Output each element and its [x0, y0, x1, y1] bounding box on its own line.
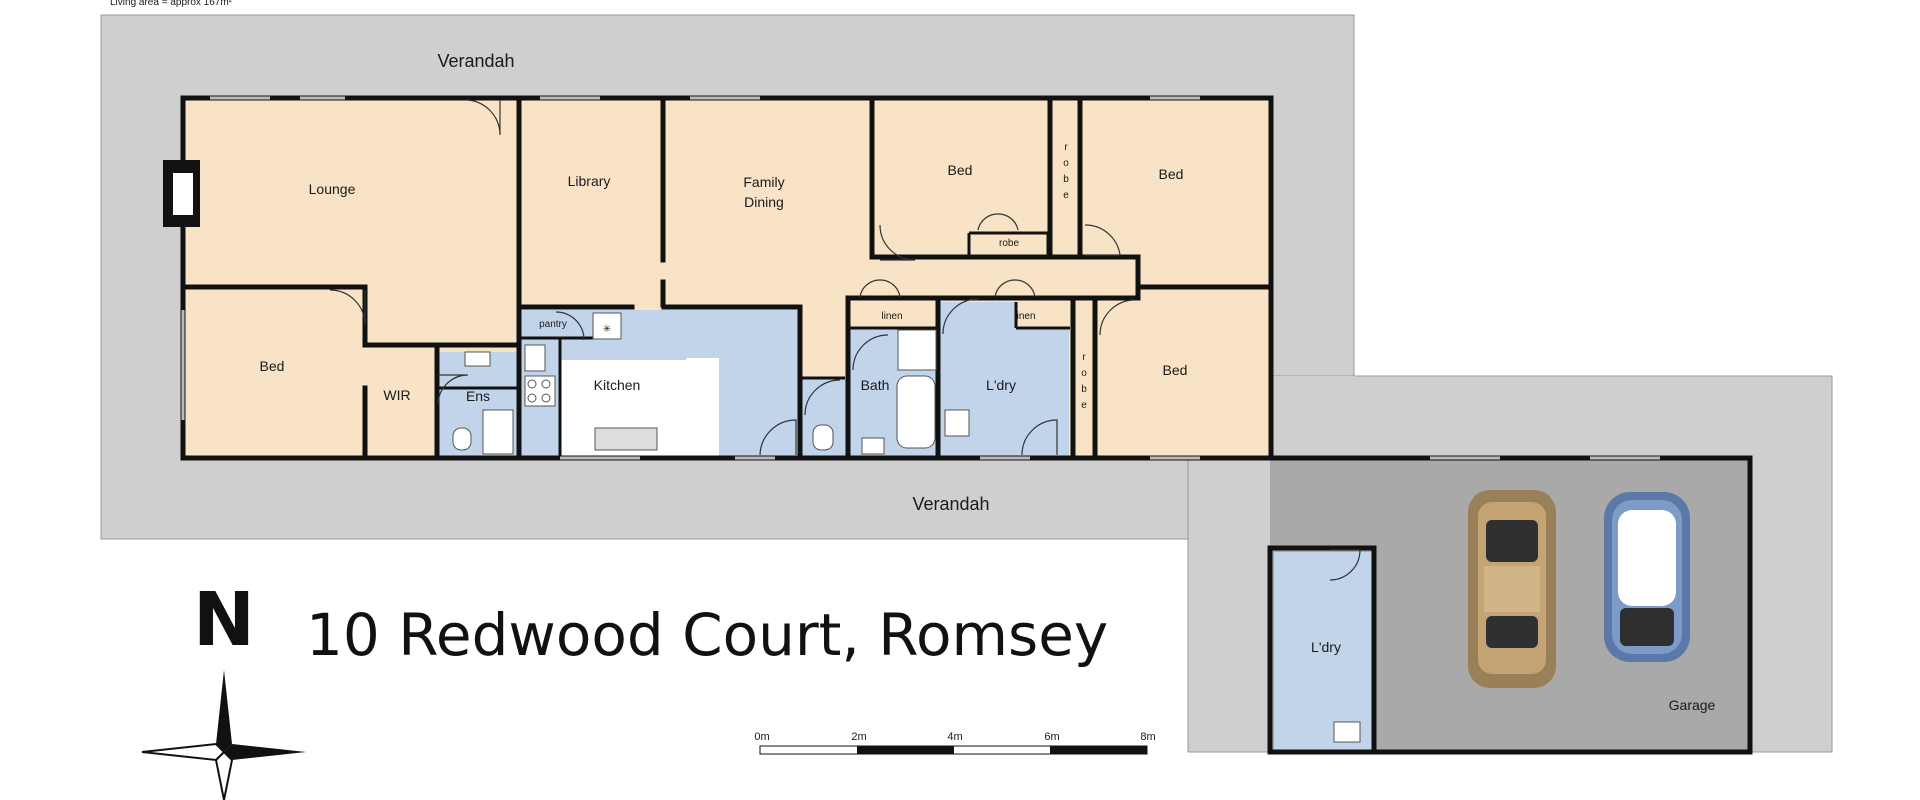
address-title: 10 Redwood Court, Romsey	[306, 601, 1108, 669]
scale-label-8: 8m	[1140, 731, 1155, 743]
room-garage: Garage	[1669, 697, 1716, 713]
garage-laundry-area	[1274, 552, 1374, 750]
car-hatchback-icon	[1604, 492, 1690, 662]
scale-label-6: 6m	[1044, 731, 1059, 743]
garage-walls	[1267, 455, 1753, 755]
room-linen-1: linen	[881, 311, 902, 322]
room-library: Library	[568, 173, 611, 189]
room-ensuite: Ens	[466, 388, 490, 404]
robe-vertical-label-2: r o b e	[1081, 352, 1087, 411]
verandah-label-south: Verandah	[912, 494, 989, 514]
robe-letter: o	[1081, 368, 1087, 379]
robe-letter: b	[1081, 384, 1087, 395]
room-laundry: L'dry	[986, 377, 1016, 393]
living-area-note: Living area = approx 167m²	[110, 0, 233, 8]
scale-label-0: 0m	[754, 731, 769, 743]
scale-label-4: 4m	[947, 731, 962, 743]
linen-cupboard-2	[1016, 302, 1069, 329]
robe-vertical-label-1: r o b e	[1063, 142, 1069, 201]
north-label: N	[193, 577, 255, 663]
kitchen-bench-end	[686, 358, 719, 458]
room-garage-laundry: L'dry	[1311, 639, 1341, 655]
robe-letter: r	[1082, 352, 1086, 363]
robe-letter: r	[1064, 142, 1068, 153]
robe-letter: b	[1063, 174, 1069, 185]
linen-cupboard-1	[850, 302, 938, 329]
robe-letter: e	[1081, 400, 1087, 411]
interior-walls	[180, 95, 1274, 461]
room-bed-2: Bed	[948, 162, 973, 178]
fireplace-hearth	[173, 173, 193, 215]
scale-bar	[759, 745, 1148, 755]
windows	[181, 96, 1660, 460]
bathroom-fixtures	[452, 329, 1361, 743]
room-bed-1: Bed	[260, 358, 285, 374]
room-pantry: pantry	[539, 319, 567, 330]
compass-star-icon	[141, 670, 306, 800]
robe-letter: e	[1063, 190, 1069, 201]
room-lounge: Lounge	[309, 181, 356, 197]
room-bed-3: Bed	[1159, 166, 1184, 182]
robe-letter: o	[1063, 158, 1069, 169]
doors	[329, 99, 1361, 581]
room-robe: robe	[999, 238, 1019, 249]
scale-label-2: 2m	[851, 731, 866, 743]
room-kitchen: Kitchen	[594, 377, 641, 393]
room-wir: WIR	[383, 387, 410, 403]
room-dining: Dining	[744, 194, 784, 210]
fan-icon: ✳	[603, 324, 611, 335]
kitchen-fixtures	[524, 312, 658, 451]
room-linen-2: linen	[1014, 311, 1035, 322]
verandah-label-north: Verandah	[437, 51, 514, 71]
room-bed-4: Bed	[1163, 362, 1188, 378]
car-suv-icon	[1468, 490, 1556, 688]
room-family: Family	[743, 174, 784, 190]
room-bath: Bath	[861, 377, 890, 393]
